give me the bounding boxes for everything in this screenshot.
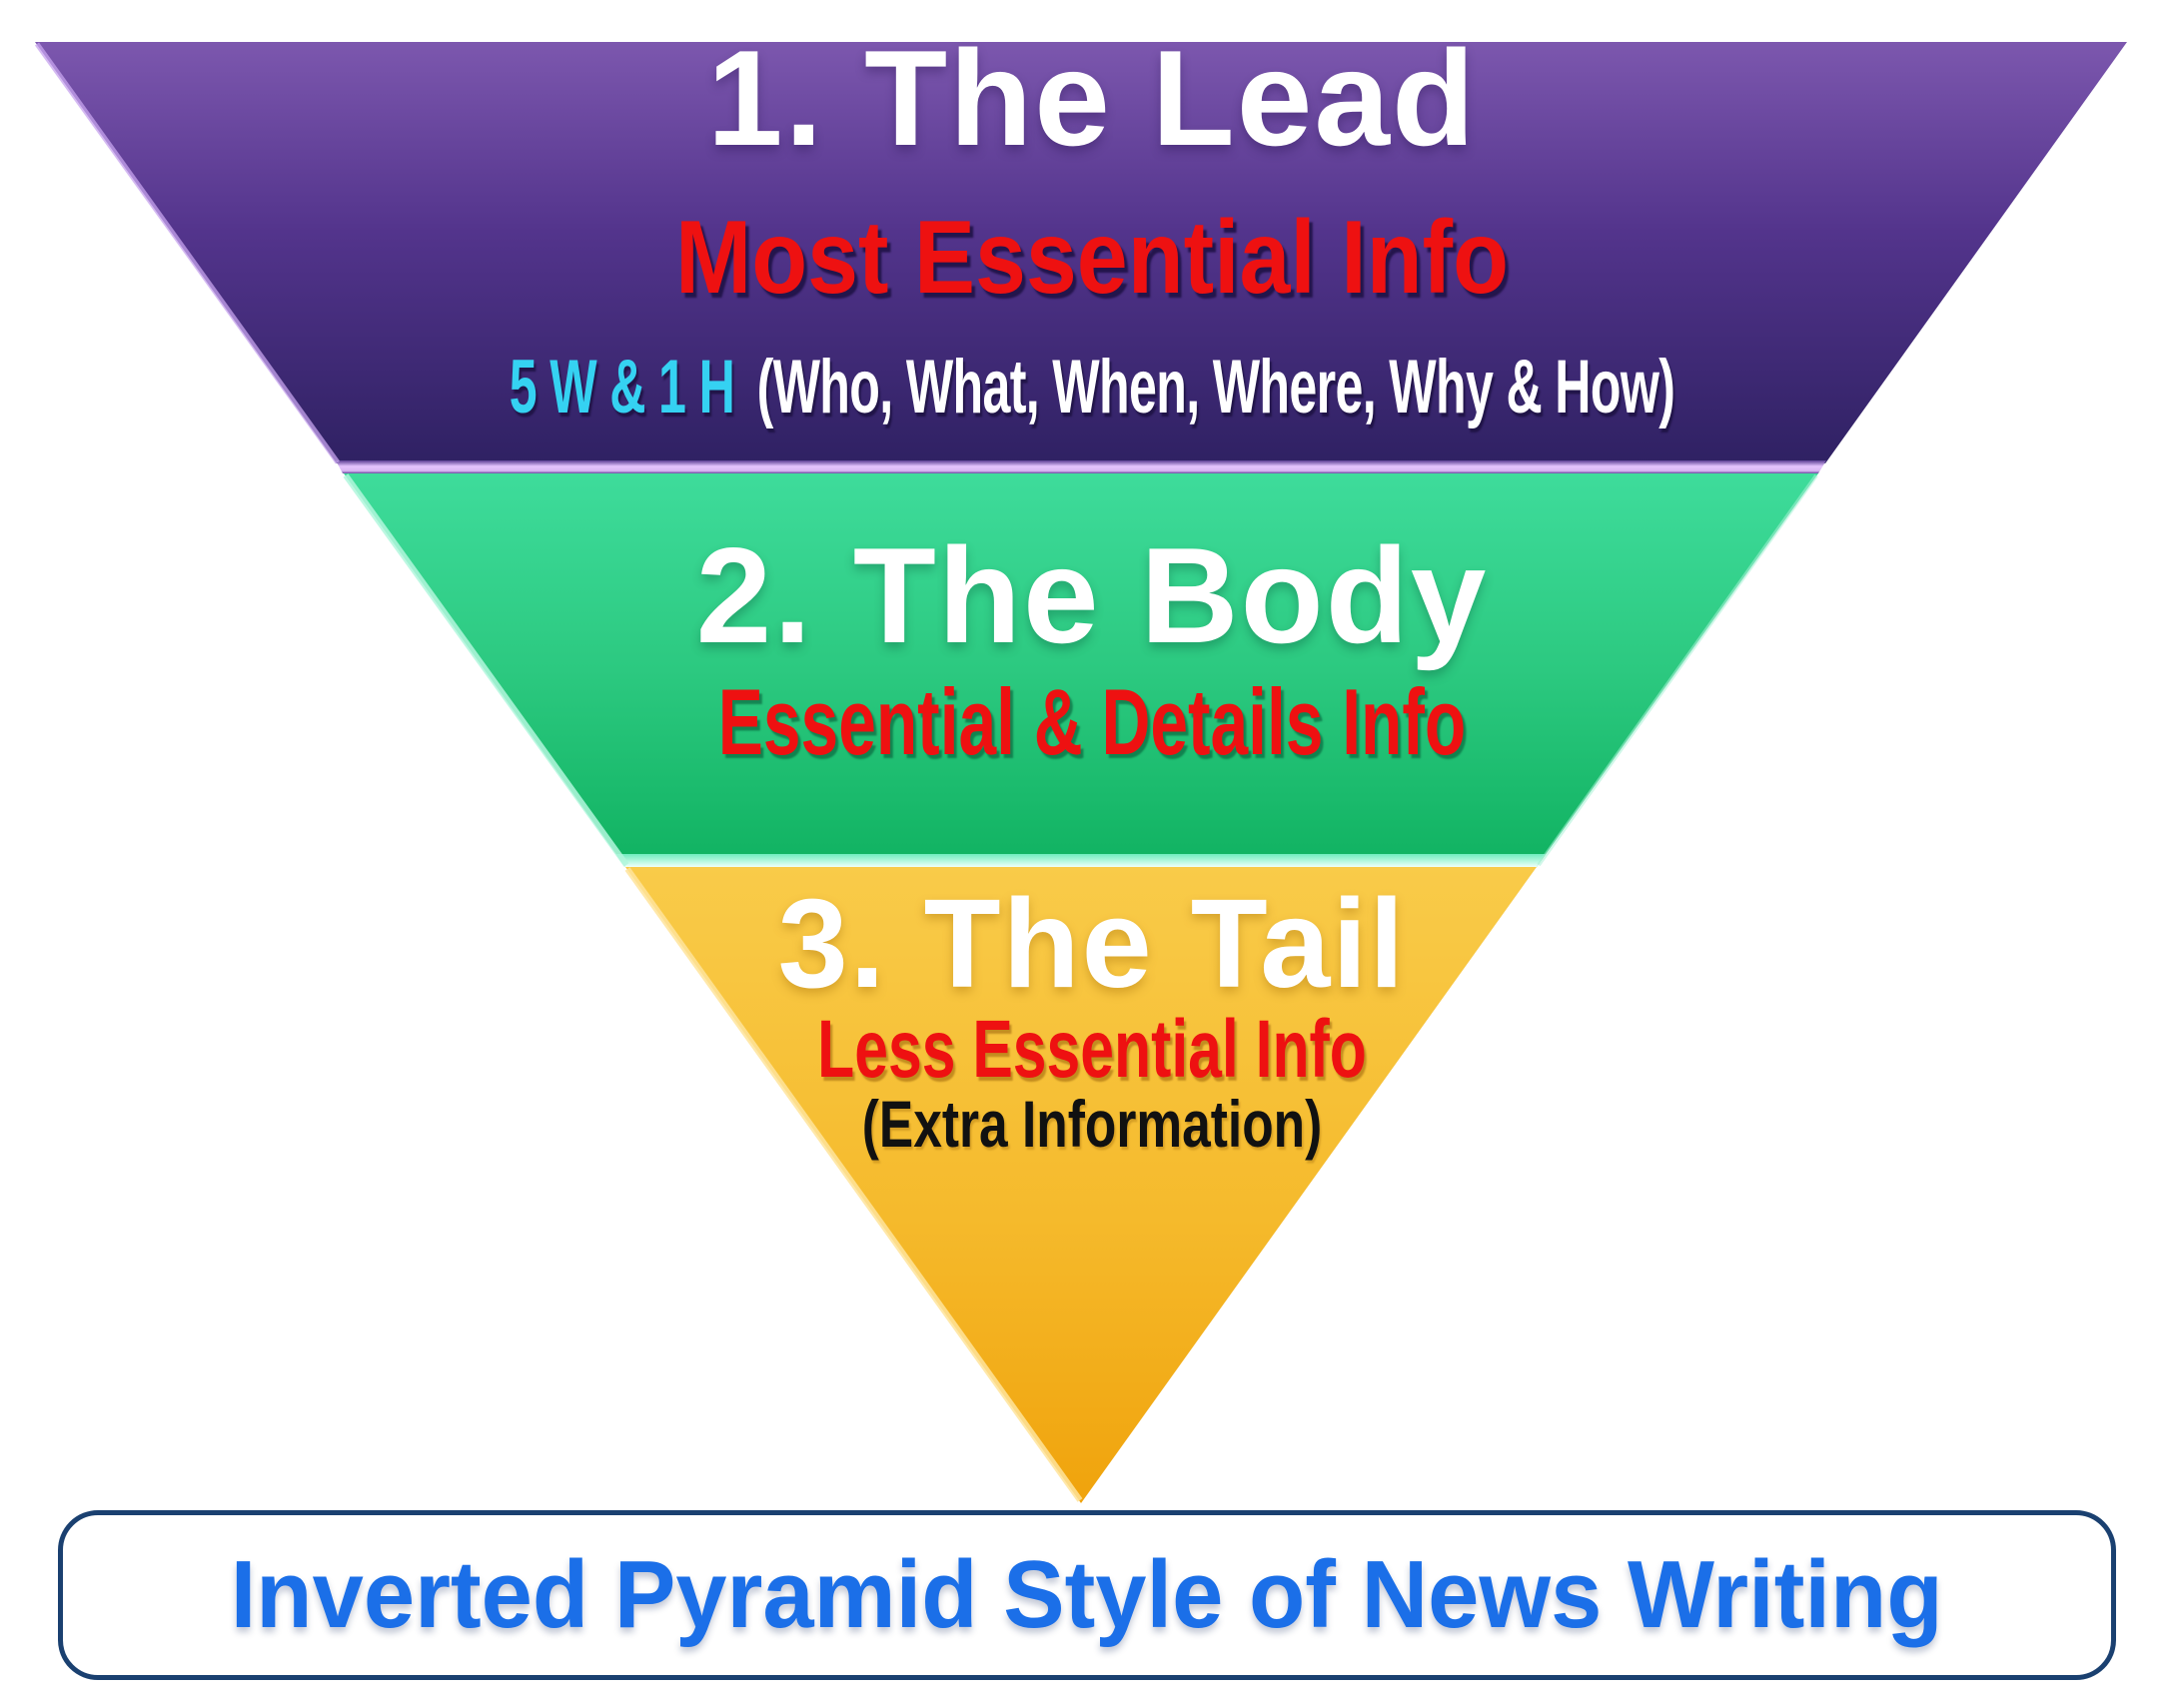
pyramid-section-tail-shape	[625, 867, 1537, 1503]
section-tail-subtitle: Less Essential Info	[817, 1004, 1367, 1095]
section-body-subtitle: Essential & Details Info	[717, 669, 1467, 774]
section-tail-title: 3. The Tail	[777, 873, 1407, 1014]
section-lead-title: 1. The Lead	[706, 22, 1478, 174]
bevel-lead-body	[336, 460, 1826, 473]
section-body-title: 2. The Body	[695, 519, 1489, 671]
pyramid-section-lead-shape	[35, 42, 2127, 463]
section-lead-formula-line: 5 W & 1 H(Who, What, When, Where, Why & …	[372, 350, 1813, 425]
pyramid-section-body-shape	[344, 473, 1818, 867]
edge-highlight-tail	[624, 867, 1083, 1502]
edge-highlight-body-left	[343, 473, 629, 867]
caption-label: Inverted Pyramid Style of News Writing	[231, 1541, 1943, 1648]
edge-highlight-body-right	[1537, 473, 1818, 867]
formula-expansion: (Who, What, When, Where, Why & How)	[756, 345, 1675, 429]
edge-highlight-lead	[34, 42, 341, 464]
formula-label: 5 W & 1 H	[509, 345, 735, 429]
caption-box: Inverted Pyramid Style of News Writing	[58, 1510, 2116, 1680]
bevel-body-tail	[616, 854, 1546, 867]
section-lead-subtitle: Most Essential Info	[675, 200, 1509, 316]
section-tail-note: (Extra Information)	[861, 1087, 1323, 1161]
